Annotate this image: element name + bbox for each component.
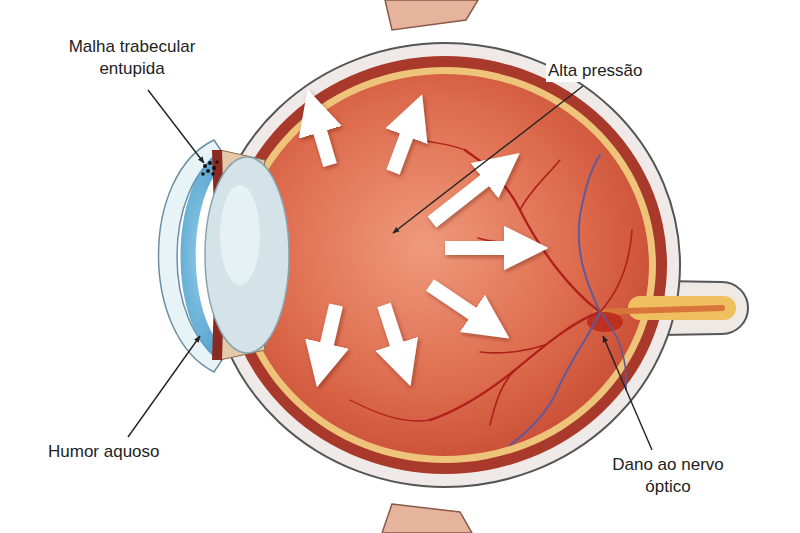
callout-label: Dano ao nervo óptico <box>596 454 740 498</box>
callout-label: Malha trabecular entupida <box>40 36 224 80</box>
callout-label: Alta pressão <box>546 60 645 82</box>
callout-label: Humor aquoso <box>46 441 162 463</box>
